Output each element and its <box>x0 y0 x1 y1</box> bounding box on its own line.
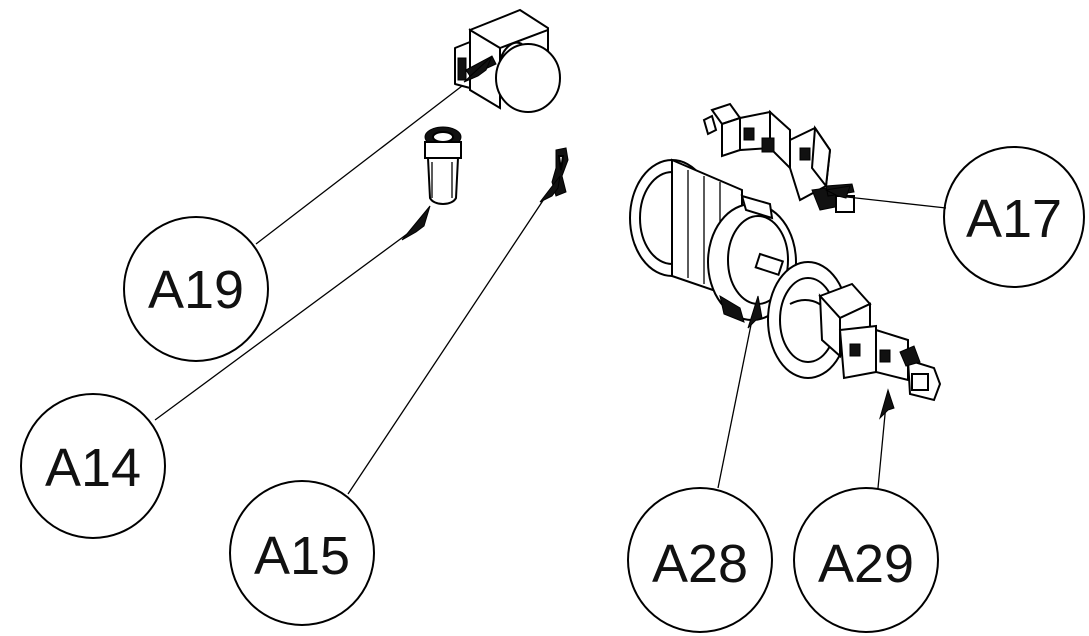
arrow-a28 <box>747 295 763 329</box>
callout-label: A19 <box>148 260 244 320</box>
part-a14-filter <box>424 126 462 205</box>
balloon-circle <box>793 487 939 633</box>
leader-a14 <box>154 225 419 421</box>
callout-label: A17 <box>966 189 1062 249</box>
callout-label: A28 <box>652 534 748 594</box>
part-a29-pump <box>767 261 942 402</box>
leader-lines <box>154 85 947 495</box>
part-a19-box-unit <box>454 8 561 113</box>
callout-label: A14 <box>45 438 141 498</box>
leader-a17 <box>837 195 947 209</box>
callout-a15: A15 <box>229 480 375 626</box>
balloon-circle <box>627 487 773 633</box>
balloon-circle <box>20 393 166 539</box>
callout-label: A29 <box>818 534 914 594</box>
arrow-a15 <box>539 175 561 203</box>
leader-a15 <box>347 189 551 495</box>
balloon-circle <box>123 216 269 362</box>
arrow-a14 <box>401 205 431 241</box>
arrow-a19 <box>463 55 493 83</box>
arrow-a29 <box>878 388 895 420</box>
callout-a14: A14 <box>20 393 166 539</box>
balloon-circle <box>943 146 1085 288</box>
callout-a29: A29 <box>793 487 939 633</box>
leader-a28 <box>717 309 755 489</box>
arrow-heads <box>401 55 895 420</box>
callout-label: A15 <box>254 526 350 586</box>
callout-a17: A17 <box>943 146 1085 288</box>
arrow-a17 <box>824 185 851 199</box>
callout-a19: A19 <box>123 216 269 362</box>
leader-a29 <box>877 403 887 489</box>
callout-a28: A28 <box>627 487 773 633</box>
balloon-circle <box>229 480 375 626</box>
leader-a19 <box>255 85 463 245</box>
